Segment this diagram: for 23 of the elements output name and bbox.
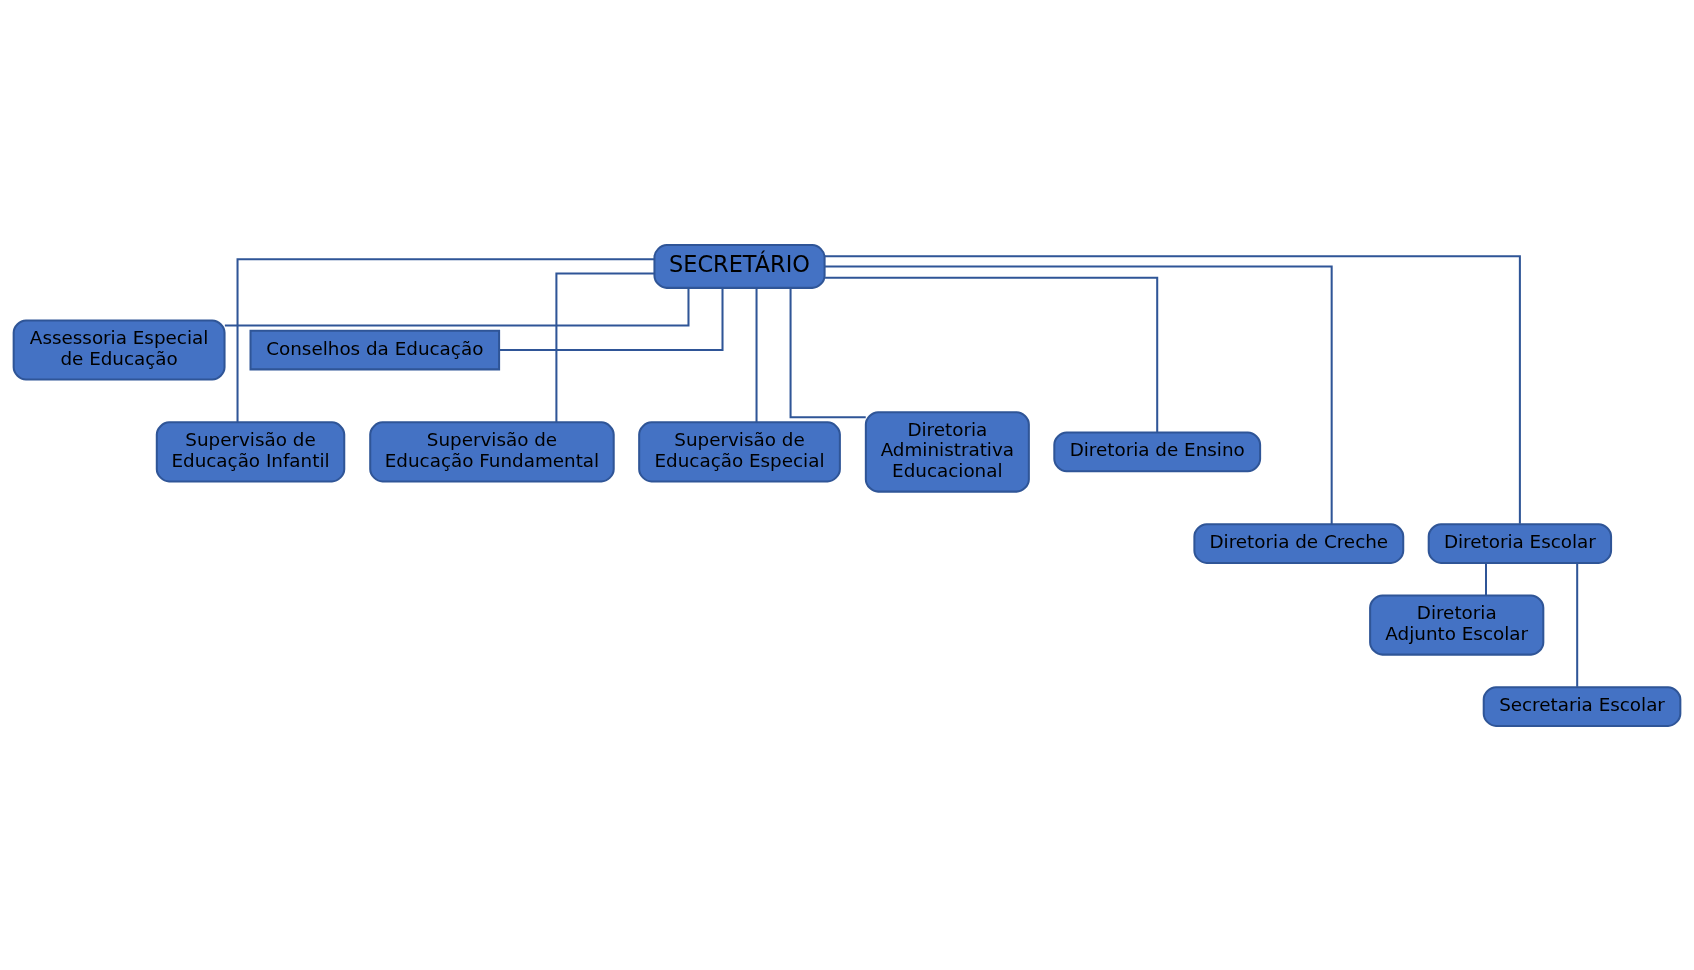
connector (1485, 562, 1488, 595)
node-box: Diretoria de Creche (1193, 522, 1405, 564)
node-box: Secretaria Escolar (1482, 685, 1682, 727)
connector (555, 272, 655, 422)
connector (236, 257, 655, 422)
connector (499, 287, 724, 351)
node-box: Assessoria Especial de Educação (12, 318, 226, 381)
node-box: Supervisão de Educação Fundamental (369, 420, 615, 482)
node-box: SECRETÁRIO (653, 243, 826, 289)
connector (824, 264, 1333, 524)
connector (789, 287, 866, 418)
node-box: Supervisão de Educação Infantil (155, 420, 346, 482)
node-box: Diretoria Escolar (1427, 522, 1613, 564)
node-box: Conselhos da Educação (249, 329, 501, 370)
connector (1576, 562, 1579, 687)
connector (824, 254, 1521, 524)
connector (825, 276, 1159, 432)
node-box: Supervisão de Educação Especial (638, 420, 841, 482)
connector (224, 287, 690, 327)
connector (755, 287, 758, 422)
node-box: Diretoria de Ensino (1053, 431, 1262, 472)
node-box: Diretoria Adjunto Escolar (1369, 594, 1545, 656)
node-box: Diretoria Administrativa Educacional (864, 410, 1030, 493)
